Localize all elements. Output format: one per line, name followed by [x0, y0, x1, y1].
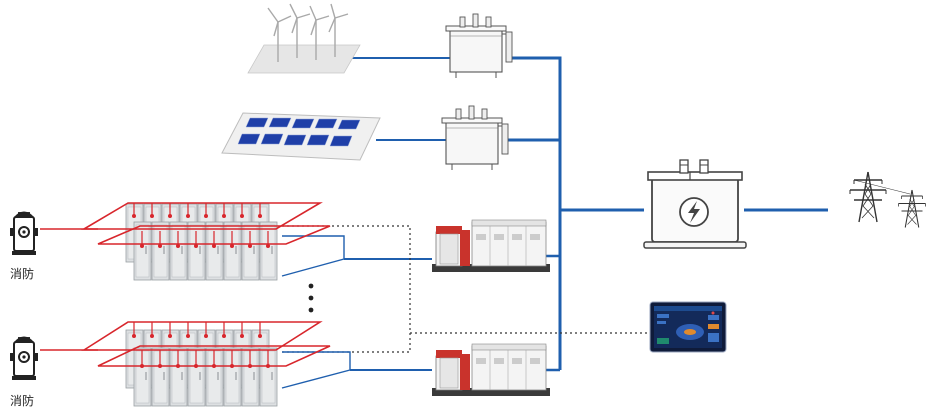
fire-protection-label-top: 消防: [10, 267, 35, 281]
transmission-tower-icon: [849, 171, 927, 229]
fire-hydrant-icon-bottom: [9, 335, 39, 381]
step-up-transformer-icon: [643, 159, 747, 249]
battery-cabinet-bank-bottom: [40, 321, 351, 407]
fire-pipe-top: [40, 202, 331, 245]
more-banks-ellipsis: [308, 283, 314, 313]
fire-protection-label-bottom: 消防: [10, 394, 35, 408]
monitor-icon: [649, 301, 727, 353]
pcs-icon-top: [431, 219, 551, 273]
bus-lines: [344, 56, 828, 372]
transformer-icon-wind: [445, 13, 513, 79]
wind-turbine-icon: [247, 3, 361, 74]
solar-panel-icon: [221, 112, 381, 161]
pcs-icon-bottom: [431, 343, 551, 397]
battery-cabinet-bank-top: [40, 202, 345, 281]
fire-hydrant-icon-top: [9, 210, 39, 256]
fire-pipe-bottom: [40, 321, 331, 367]
comm-lines: [282, 225, 648, 353]
transformer-icon-solar: [441, 105, 509, 171]
